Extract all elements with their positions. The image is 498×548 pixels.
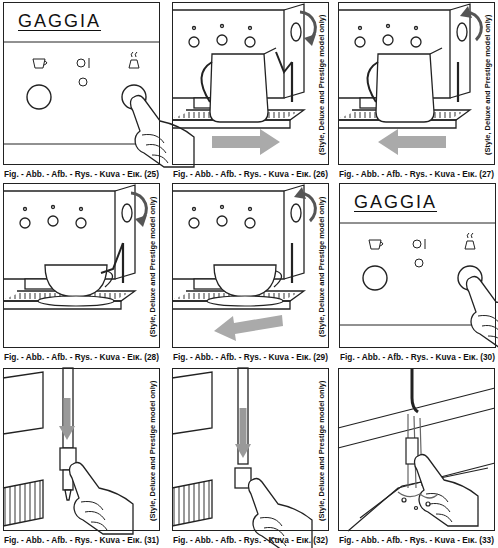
- figure-caption: Fig. - Abb. - Afb. - Rys. - Kuva - Εικ. …: [173, 168, 328, 179]
- figure-panel: (Style, Deluxe and Prestige model only)F…: [172, 183, 329, 348]
- figure-caption: Fig. - Abb. - Afb. - Rys. - Kuva - Εικ. …: [4, 534, 159, 545]
- brand-name: GAGGIA: [18, 11, 101, 32]
- figure-panel: (Style, Deluxe and Prestige model only)F…: [3, 368, 160, 531]
- figure-caption: Fig. - Abb. - Afb. - Rys. - Kuva - Εικ. …: [339, 534, 494, 545]
- model-note: (Style, Deluxe and Prestige model only): [317, 195, 326, 337]
- model-note: (Style, Deluxe and Prestige model only): [483, 13, 492, 155]
- figure-panel: (Style, Deluxe and Prestige model only)F…: [3, 183, 160, 348]
- model-note: (Style, Deluxe and Prestige model only): [317, 13, 326, 155]
- model-note: (Style, Deluxe and Prestige model only): [148, 379, 157, 521]
- brand-name: GAGGIA: [354, 192, 437, 213]
- figure-caption: Fig. - Abb. - Afb. - Rys. - Kuva - Εικ. …: [4, 168, 159, 179]
- figure-caption: Fig. - Abb. - Afb. - Rys. - Kuva - Εικ. …: [339, 168, 494, 179]
- figure-caption: Fig. - Abb. - Afb. - Rys. - Kuva - Εικ. …: [173, 351, 328, 362]
- figure-panel: (Style, Deluxe and Prestige model only)F…: [172, 368, 329, 531]
- figure-panel: GAGGIAFig. - Abb. - Afb. - Rys. - Kuva -…: [3, 2, 160, 165]
- model-note: (Style, Deluxe and Prestige model only): [148, 195, 157, 337]
- model-note: (Style, Deluxe and Prestige model only): [317, 379, 326, 521]
- figure-panel: (Style, Deluxe and Prestige model only)F…: [172, 2, 329, 165]
- figure-panel: GAGGIAFig. - Abb. - Afb. - Rys. - Kuva -…: [339, 183, 496, 348]
- figure-caption: Fig. - Abb. - Afb. - Rys. - Kuva - Εικ. …: [340, 351, 495, 362]
- figure-panel: (Style, Deluxe and Prestige model only)F…: [338, 2, 495, 165]
- figure-caption: Fig. - Abb. - Afb. - Rys. - Kuva - Εικ. …: [173, 534, 328, 545]
- figure-panel: Fig. - Abb. - Afb. - Rys. - Kuva - Εικ. …: [338, 368, 495, 531]
- figure-caption: Fig. - Abb. - Afb. - Rys. - Kuva - Εικ. …: [4, 351, 159, 362]
